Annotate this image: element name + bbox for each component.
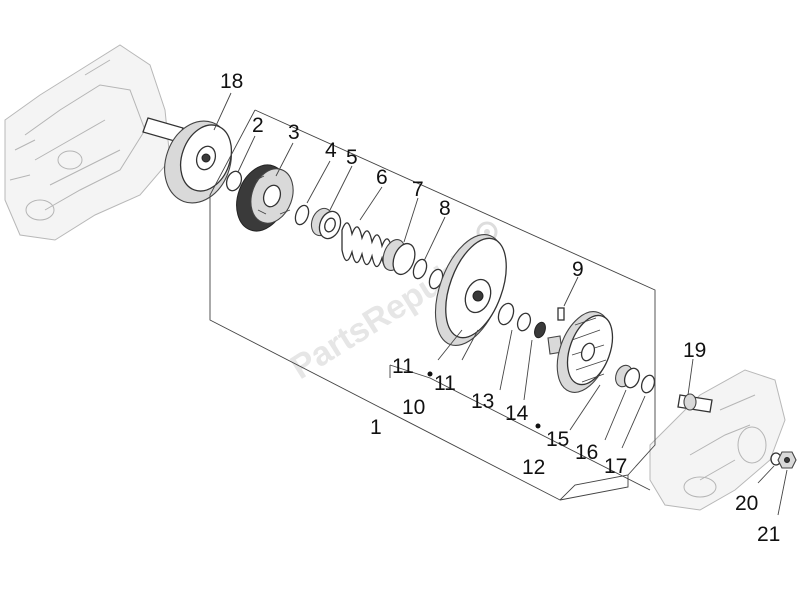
callout-14: 14 <box>505 402 529 425</box>
callout-10: 10 <box>402 396 425 419</box>
callout-1: 1 <box>370 416 382 439</box>
clutch-bell <box>164 120 233 204</box>
pin <box>557 307 565 321</box>
sleeve <box>382 239 416 276</box>
leader-lines <box>213 92 788 516</box>
callout-11-b: 11 <box>434 372 456 395</box>
transmission-cover <box>649 369 786 511</box>
callout-5: 5 <box>346 146 358 169</box>
roller-bearing <box>615 364 656 394</box>
fixed-pulley-half <box>547 311 614 393</box>
callout-9: 9 <box>572 258 584 281</box>
callout-6: 6 <box>376 166 388 189</box>
callout-17: 17 <box>604 455 627 478</box>
callout-3: 3 <box>288 121 300 144</box>
clutch-assembly <box>236 164 294 232</box>
assembly-frame-1 <box>209 109 656 501</box>
callout-4: 4 <box>325 139 337 162</box>
indicator-dots <box>427 371 541 429</box>
callout-11-a: 11 <box>392 355 414 378</box>
callout-20: 20 <box>735 492 758 515</box>
callout-16: 16 <box>575 441 598 464</box>
nut <box>777 451 797 469</box>
assembly-frame-10-12 <box>389 364 651 501</box>
callout-13: 13 <box>471 390 494 413</box>
callout-21: 21 <box>757 523 780 546</box>
callout-7: 7 <box>412 178 424 201</box>
bushing <box>310 207 342 240</box>
crankcase-housing <box>4 44 171 241</box>
callout-19: 19 <box>683 339 706 362</box>
callout-18: 18 <box>220 70 243 93</box>
driven-pulley-half <box>434 233 507 347</box>
callout-2: 2 <box>252 114 264 137</box>
thin-washer <box>294 204 310 226</box>
bearing-ring <box>497 302 546 339</box>
driven-shaft <box>677 393 713 413</box>
callout-15: 15 <box>546 428 569 451</box>
spacer-ring <box>225 170 243 192</box>
callout-8: 8 <box>439 197 451 220</box>
callout-12: 12 <box>522 456 545 479</box>
callout-labels: 18 2 3 4 5 6 7 8 9 11 11 10 13 14 15 16 … <box>220 70 780 546</box>
